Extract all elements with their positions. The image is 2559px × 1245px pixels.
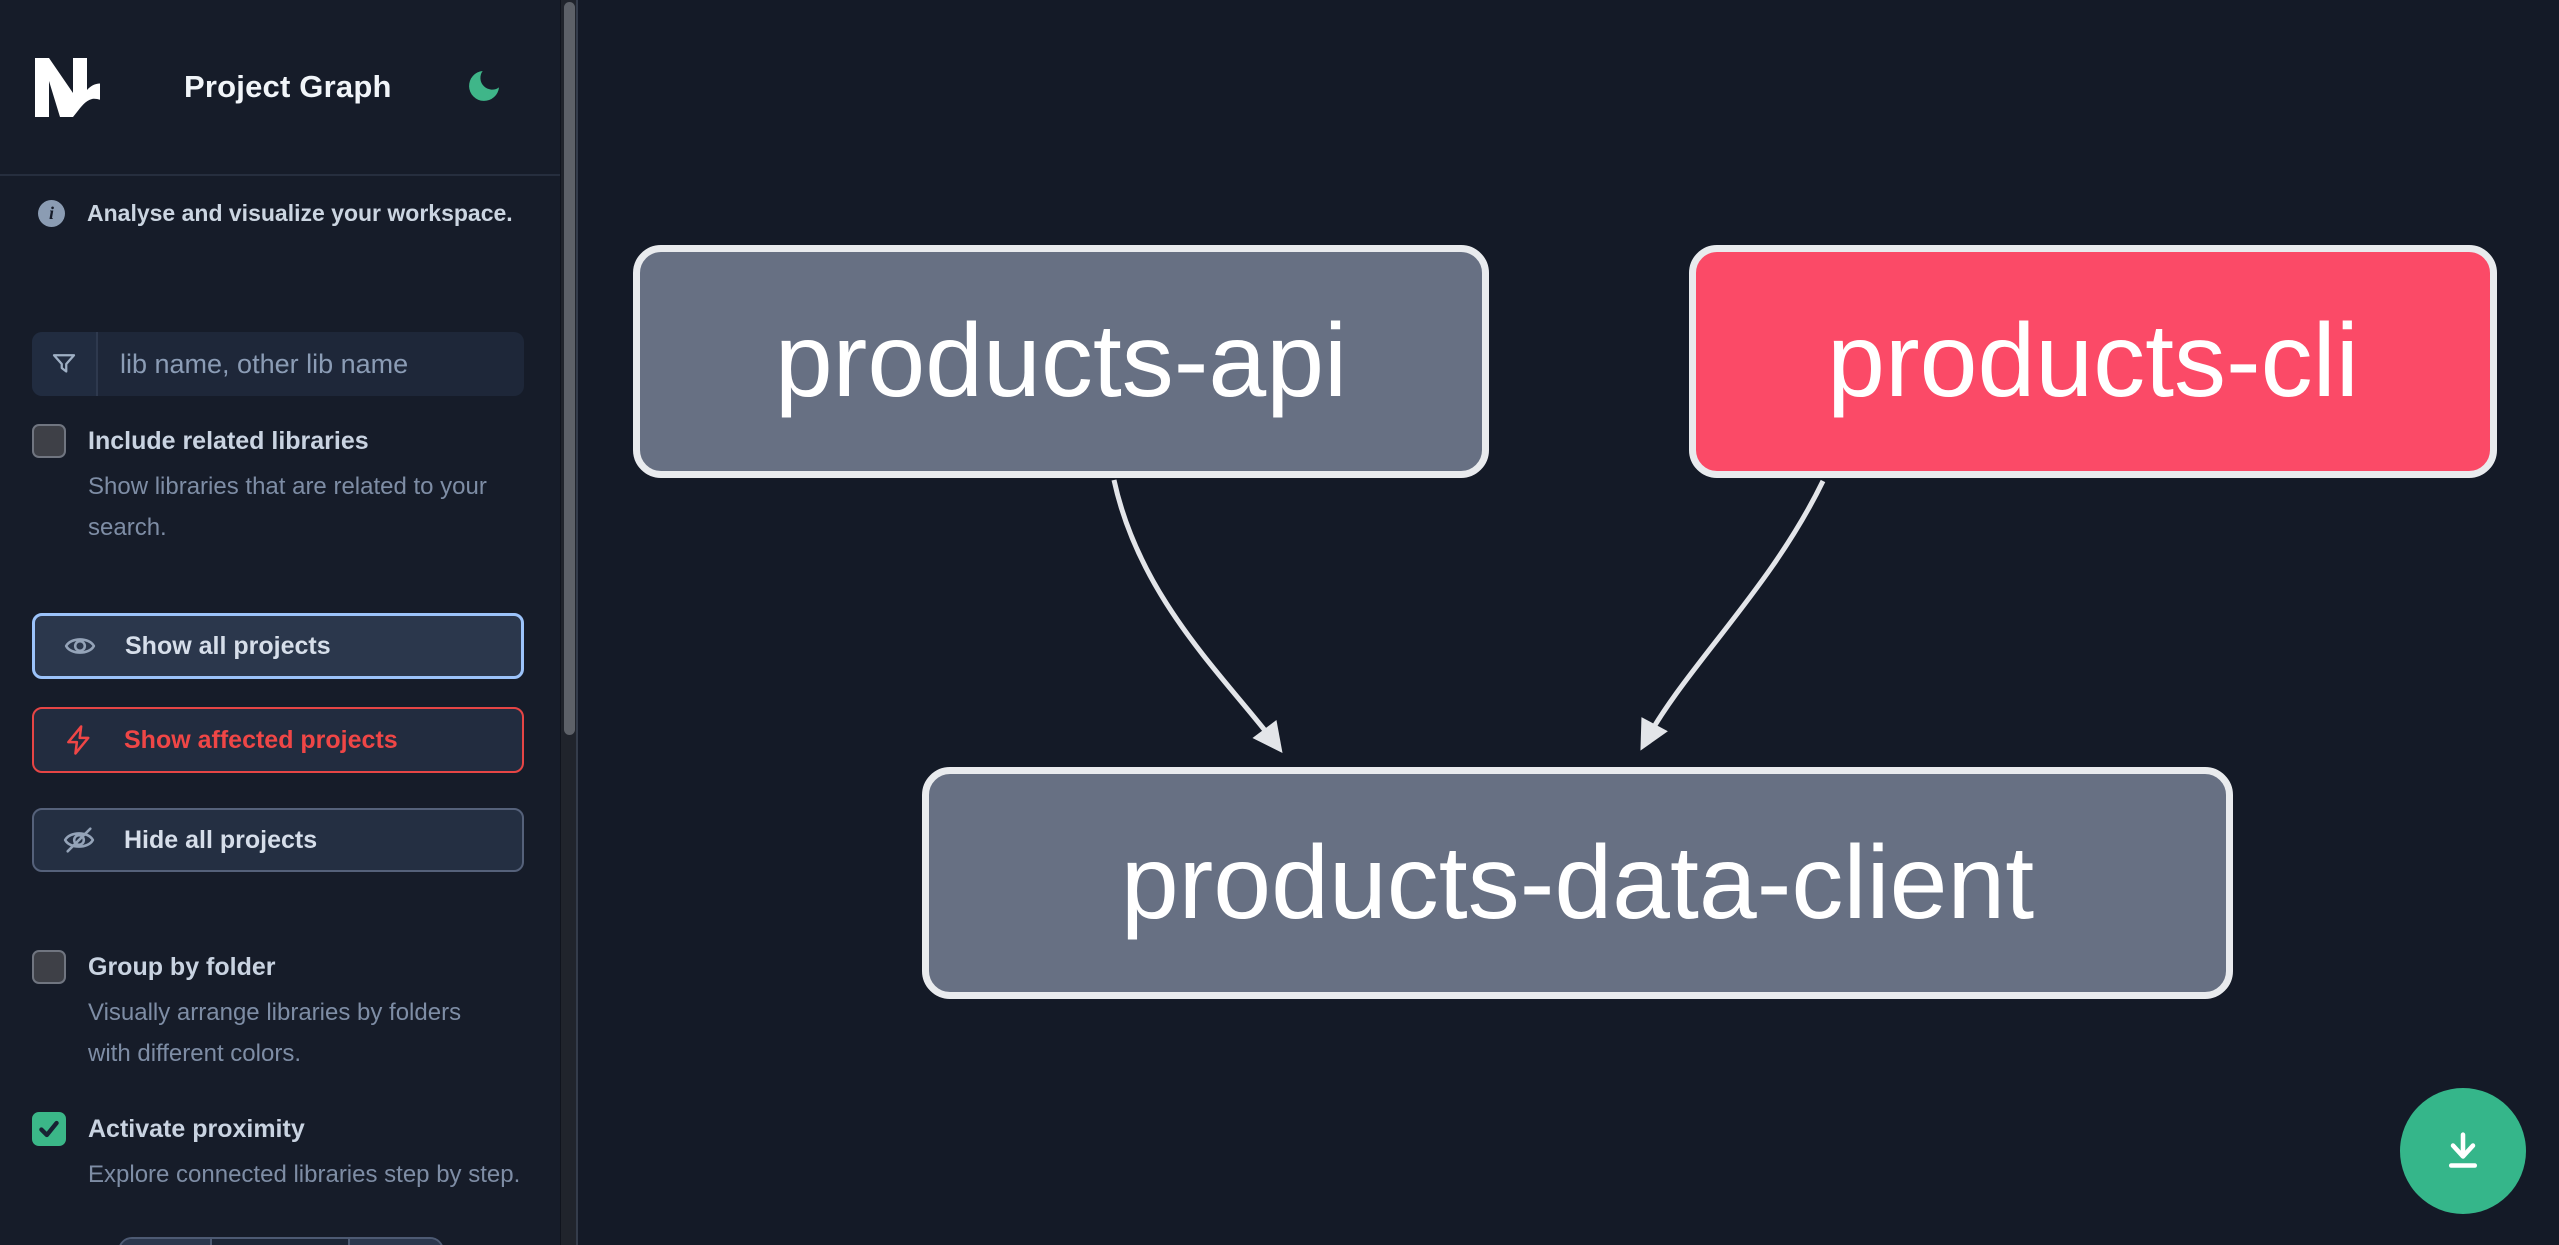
sidebar-scrollbar-thumb[interactable] xyxy=(564,2,575,735)
theme-toggle-button[interactable] xyxy=(462,65,506,109)
toggle-description: Explore connected libraries step by step… xyxy=(88,1161,521,1188)
stepper-value-segment xyxy=(212,1239,350,1245)
download-image-button[interactable] xyxy=(2400,1088,2526,1214)
hide-all-projects-button[interactable]: Hide all projects xyxy=(32,808,524,872)
toggle-description: Visually arrange libraries by folders wi… xyxy=(88,999,462,1067)
toggle-activate-proximity: Activate proximity Explore connected lib… xyxy=(32,1112,524,1195)
graph-node-products-data-client[interactable]: products-data-client xyxy=(922,767,2233,999)
workspace-tagline-row: i Analyse and visualize your workspace. xyxy=(38,200,513,227)
bolt-icon xyxy=(67,725,90,755)
nx-logo xyxy=(35,58,100,117)
eye-slash-icon xyxy=(63,827,95,853)
sidebar: Project Graph i Analyse and visualize yo… xyxy=(0,0,560,1245)
node-label: products-api xyxy=(774,303,1348,419)
eye-icon xyxy=(64,638,96,654)
edge-products-cli-to-data-client xyxy=(1640,479,1826,751)
toggle-group-by-folder: Group by folder Visually arrange librari… xyxy=(32,950,524,1074)
graph-canvas[interactable]: products-api products-cli products-data-… xyxy=(578,0,2559,1245)
toggle-label: Activate proximity xyxy=(88,1114,305,1143)
button-label: Show affected projects xyxy=(124,725,398,754)
info-icon: i xyxy=(38,200,65,227)
toggle-group-by-folder-head: Group by folder xyxy=(32,950,524,984)
toggle-label: Include related libraries xyxy=(88,426,369,455)
proximity-depth-stepper[interactable] xyxy=(118,1237,444,1245)
node-label: products-data-client xyxy=(1120,824,2035,941)
project-filter-box xyxy=(32,332,524,396)
graph-node-products-cli[interactable]: products-cli xyxy=(1689,245,2497,478)
toggle-include-related-head: Include related libraries xyxy=(32,424,524,458)
checkmark-icon xyxy=(39,1120,59,1138)
button-label: Hide all projects xyxy=(124,825,318,854)
graph-node-products-api[interactable]: products-api xyxy=(633,245,1489,478)
workspace-tagline: Analyse and visualize your workspace. xyxy=(87,200,513,226)
node-label: products-cli xyxy=(1827,303,2359,419)
edge-products-api-to-data-client xyxy=(1111,479,1283,753)
button-label: Show all projects xyxy=(125,631,331,660)
moon-icon xyxy=(469,70,499,101)
show-all-projects-button[interactable]: Show all projects xyxy=(32,613,524,679)
toggle-label: Group by folder xyxy=(88,952,276,981)
search-input[interactable] xyxy=(98,332,524,396)
show-affected-projects-button[interactable]: Show affected projects xyxy=(32,707,524,773)
activate-proximity-checkbox[interactable] xyxy=(32,1112,66,1146)
group-by-folder-checkbox[interactable] xyxy=(32,950,66,984)
stepper-decrement-segment[interactable] xyxy=(120,1239,212,1245)
include-related-checkbox[interactable] xyxy=(32,424,66,458)
download-icon xyxy=(2448,1132,2478,1168)
sidebar-header: Project Graph xyxy=(0,0,560,176)
stepper-increment-segment[interactable] xyxy=(350,1239,442,1245)
funnel-icon xyxy=(32,332,98,396)
page-title: Project Graph xyxy=(184,69,392,104)
toggle-description: Show libraries that are related to your … xyxy=(88,473,487,541)
toggle-include-related: Include related libraries Show libraries… xyxy=(32,424,524,548)
dependency-edges xyxy=(1111,479,1826,753)
toggle-activate-proximity-head: Activate proximity xyxy=(32,1112,524,1146)
sidebar-scrollbar[interactable] xyxy=(560,0,578,1245)
